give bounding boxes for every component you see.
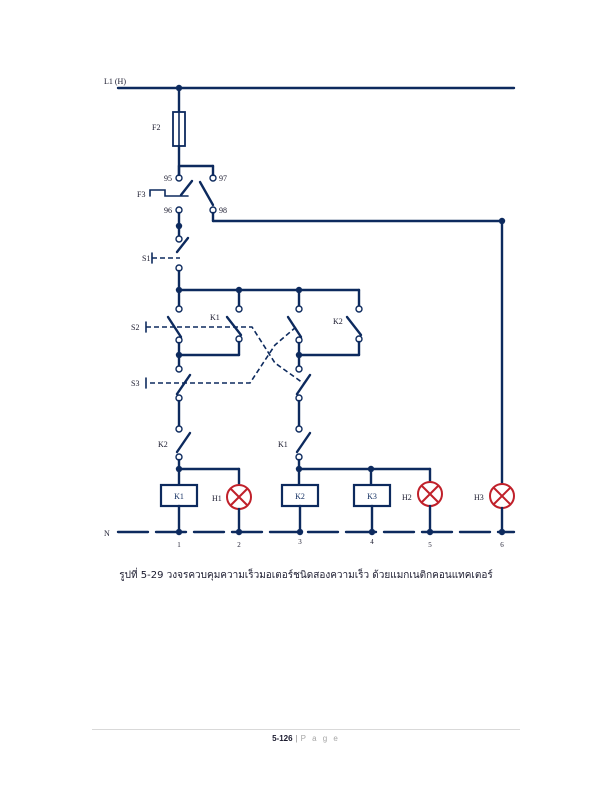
junction-node: [296, 528, 304, 536]
contact-k1-bottom-label: K1: [278, 440, 288, 449]
contact-97-98-blade: [198, 180, 215, 207]
coil-k3-label: K3: [367, 492, 377, 501]
lamp-cross: [421, 485, 439, 503]
terminal-95-label: 95: [164, 174, 172, 183]
s1-contact-blade: [175, 236, 190, 254]
column-number: 3: [298, 538, 302, 546]
switch-s2-label: S2: [131, 323, 139, 332]
footer-divider: [92, 729, 520, 730]
contact-k1-top-label: K1: [210, 313, 220, 322]
terminal: [175, 425, 183, 433]
lamp-h2-label: H2: [402, 493, 412, 502]
contact-k2-top-label: K2: [333, 317, 343, 326]
column-number: 2: [237, 541, 241, 549]
terminal: [295, 365, 303, 373]
s2-s3-mechanical-link: [177, 326, 304, 384]
contact-k2-bottom-label: K2: [158, 440, 168, 449]
junction-node: [175, 528, 183, 536]
coil-k1-label: K1: [174, 492, 184, 501]
switch-s1-label: S1: [142, 254, 150, 263]
s2-lower-contact-blade: [295, 373, 312, 396]
column-number: 6: [500, 541, 504, 549]
footer-separator: |: [295, 734, 298, 743]
page-footer: 5-126|P a g e: [0, 734, 612, 743]
terminal: [295, 305, 303, 313]
terminal: [355, 305, 363, 313]
page-number: 5-126: [272, 734, 293, 743]
terminal-96-label: 96: [164, 206, 172, 215]
k1-interlock-blade: [295, 431, 312, 454]
junction-node: [368, 528, 376, 536]
junction-node: [175, 222, 183, 230]
figure-caption: รูปที่ 5-29 วงจรควบคุมความเร็วมอเตอร์ชนิ…: [119, 570, 493, 581]
switch-s3-label: S3: [131, 379, 139, 388]
k2-aux-contact-blade: [345, 315, 363, 337]
line-l1-label: L1 (H): [104, 77, 126, 86]
s3-s2-mechanical-link: [150, 326, 297, 384]
column-number: 5: [428, 541, 432, 549]
junction-node: [426, 528, 434, 536]
junction-node: [498, 528, 506, 536]
s3-contact-blade: [175, 373, 192, 396]
column-number: 1: [177, 541, 181, 549]
control-circuit-diagram: L1 (H) F2 95 97 F3 96 98 S1 S2: [104, 77, 516, 549]
terminal-98-label: 98: [219, 206, 227, 215]
junction-node: [175, 351, 183, 359]
coil-k2-label: K2: [295, 492, 305, 501]
junction-node: [295, 351, 303, 359]
s3-upper-contact-blade: [286, 315, 303, 339]
k2-interlock-blade: [175, 431, 192, 454]
fuse-f2-label: F2: [152, 123, 160, 132]
terminal: [175, 235, 183, 243]
terminal: [175, 305, 183, 313]
page-word: P a g e: [300, 734, 340, 743]
terminal: [295, 425, 303, 433]
relay-f3-label: F3: [137, 190, 145, 199]
terminal-97-label: 97: [219, 174, 227, 183]
neutral-label: N: [104, 529, 110, 538]
lamp-h1-label: H1: [212, 494, 222, 503]
lamp-cross: [493, 487, 511, 505]
f3-actuator-link: [149, 189, 189, 197]
lamp-h3-label: H3: [474, 493, 484, 502]
lamp-cross: [230, 488, 248, 506]
terminal: [235, 305, 243, 313]
contact-95-96-blade: [179, 179, 194, 197]
k1-aux-contact-blade: [225, 315, 243, 337]
column-number: 4: [370, 538, 374, 546]
junction-node: [235, 528, 243, 536]
terminal: [175, 365, 183, 373]
